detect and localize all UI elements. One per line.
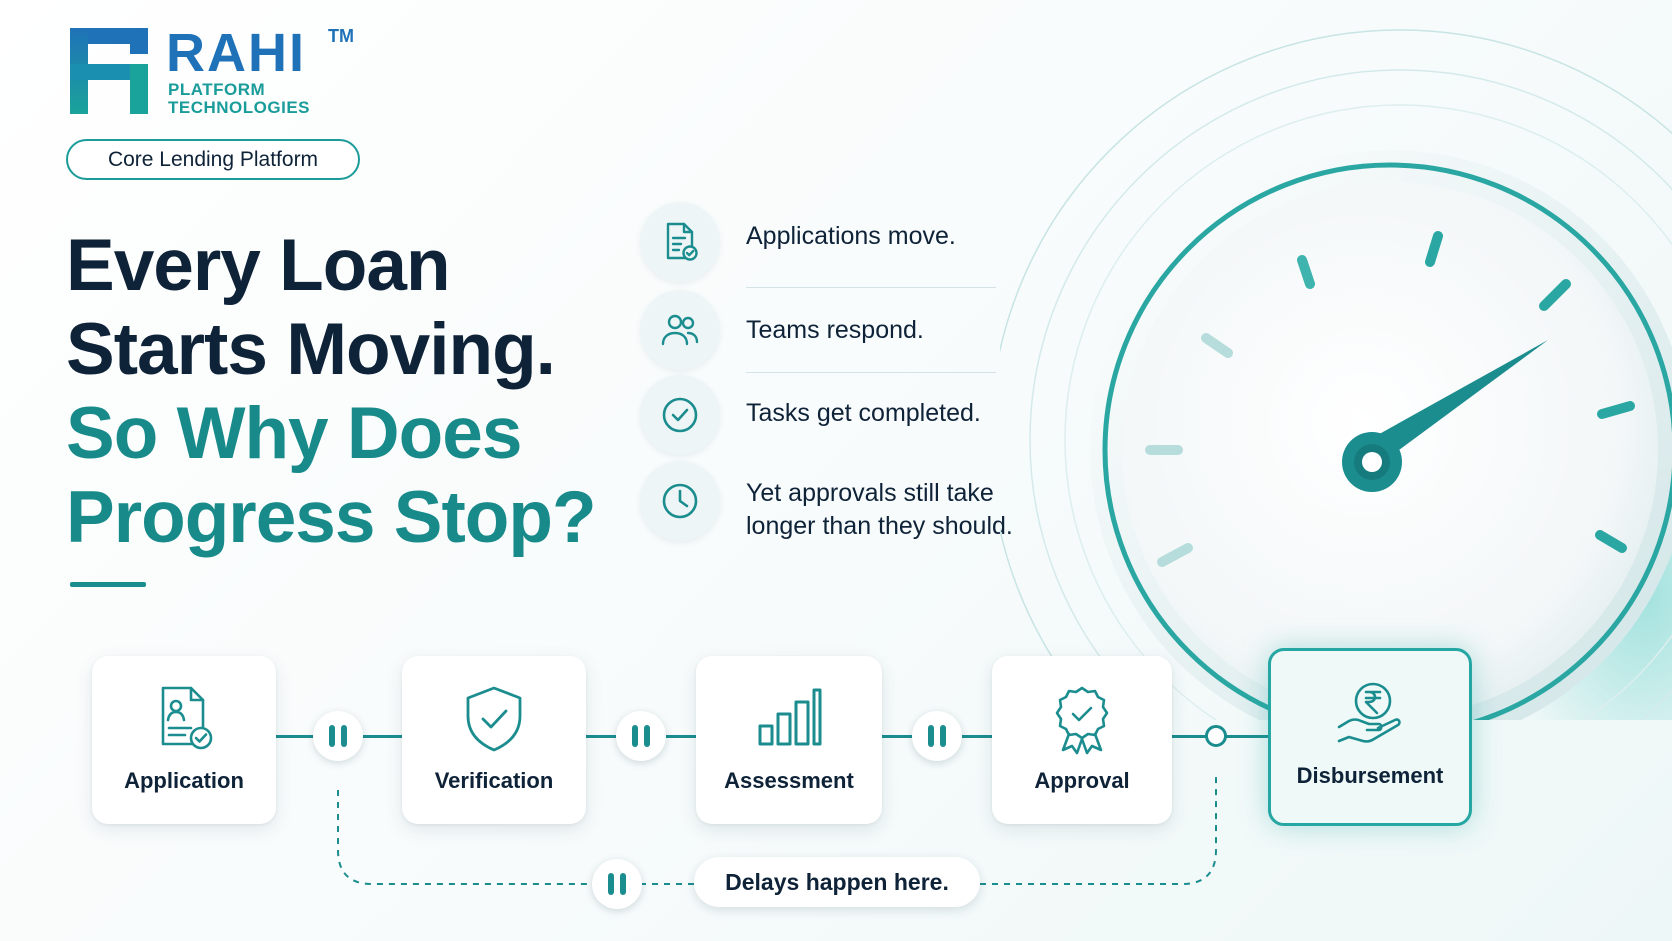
pause-bar — [341, 725, 347, 747]
pause-indicator — [313, 711, 363, 761]
pause-indicator — [616, 711, 666, 761]
pause-bar — [608, 873, 614, 895]
headline-underline — [70, 582, 146, 587]
bar-chart-icon — [758, 688, 822, 746]
delay-pause-indicator — [592, 859, 642, 909]
speedometer-graphic — [1000, 29, 1672, 720]
feature-text-line2: longer than they should. — [746, 512, 1013, 540]
pause-bar — [644, 725, 650, 747]
step-label: Verification — [434, 768, 554, 793]
delay-label: Delays happen here. — [694, 857, 980, 907]
step-card-disbursement: Disbursement — [1268, 648, 1472, 826]
pause-indicator — [912, 711, 962, 761]
pause-bar — [620, 873, 626, 895]
feature-icon-circle — [640, 202, 720, 282]
brand-subtitle-line2: TECHNOLOGIES — [168, 98, 311, 117]
feature-icon-circle — [640, 461, 720, 541]
feature-text: Applications move. — [746, 222, 956, 250]
step-card-verification: Verification — [402, 656, 586, 824]
step-label: Approval — [1034, 768, 1130, 793]
clock-icon — [662, 483, 698, 519]
step-card-assessment: Assessment — [696, 656, 882, 824]
rahi-logo-mark-icon — [70, 28, 148, 114]
headline-line1: Every Loan — [66, 225, 451, 306]
document-check-icon — [666, 222, 698, 261]
pause-bar — [928, 725, 934, 747]
feature-icon-circle — [640, 290, 720, 370]
step-card-approval: Approval — [992, 656, 1172, 824]
step-label: Disbursement — [1296, 763, 1444, 788]
platform-badge: Core Lending Platform — [66, 139, 360, 180]
feature-text: Tasks get completed. — [746, 399, 981, 427]
award-badge-icon — [1055, 686, 1109, 755]
feature-divider — [746, 372, 996, 373]
brand-name: RAHI — [166, 23, 306, 83]
headline-line4: Progress Stop? — [66, 477, 597, 558]
feature-text: Teams respond. — [746, 316, 924, 344]
feature-icon-circle — [640, 375, 720, 455]
brand-logo: RAHI TM PLATFORM TECHNOLOGIES — [70, 23, 380, 118]
shield-check-icon — [466, 686, 522, 752]
brand-subtitle-line1: PLATFORM — [168, 80, 266, 99]
step-label: Application — [124, 768, 244, 793]
step-card-application: Application — [92, 656, 276, 824]
brand-trademark: TM — [328, 26, 354, 46]
check-circle-icon — [662, 397, 698, 433]
flow-end-node — [1205, 725, 1227, 747]
headline-line3: So Why Does — [66, 393, 522, 474]
headline-line2: Starts Moving. — [66, 309, 556, 390]
pause-bar — [329, 725, 335, 747]
feature-divider — [746, 287, 996, 288]
application-document-icon — [161, 686, 213, 750]
pause-bar — [940, 725, 946, 747]
users-icon — [661, 314, 699, 346]
step-label: Assessment — [724, 768, 854, 793]
rupee-hand-icon — [1337, 682, 1401, 743]
pause-bar — [632, 725, 638, 747]
feature-text-line1: Yet approvals still take — [746, 479, 994, 507]
